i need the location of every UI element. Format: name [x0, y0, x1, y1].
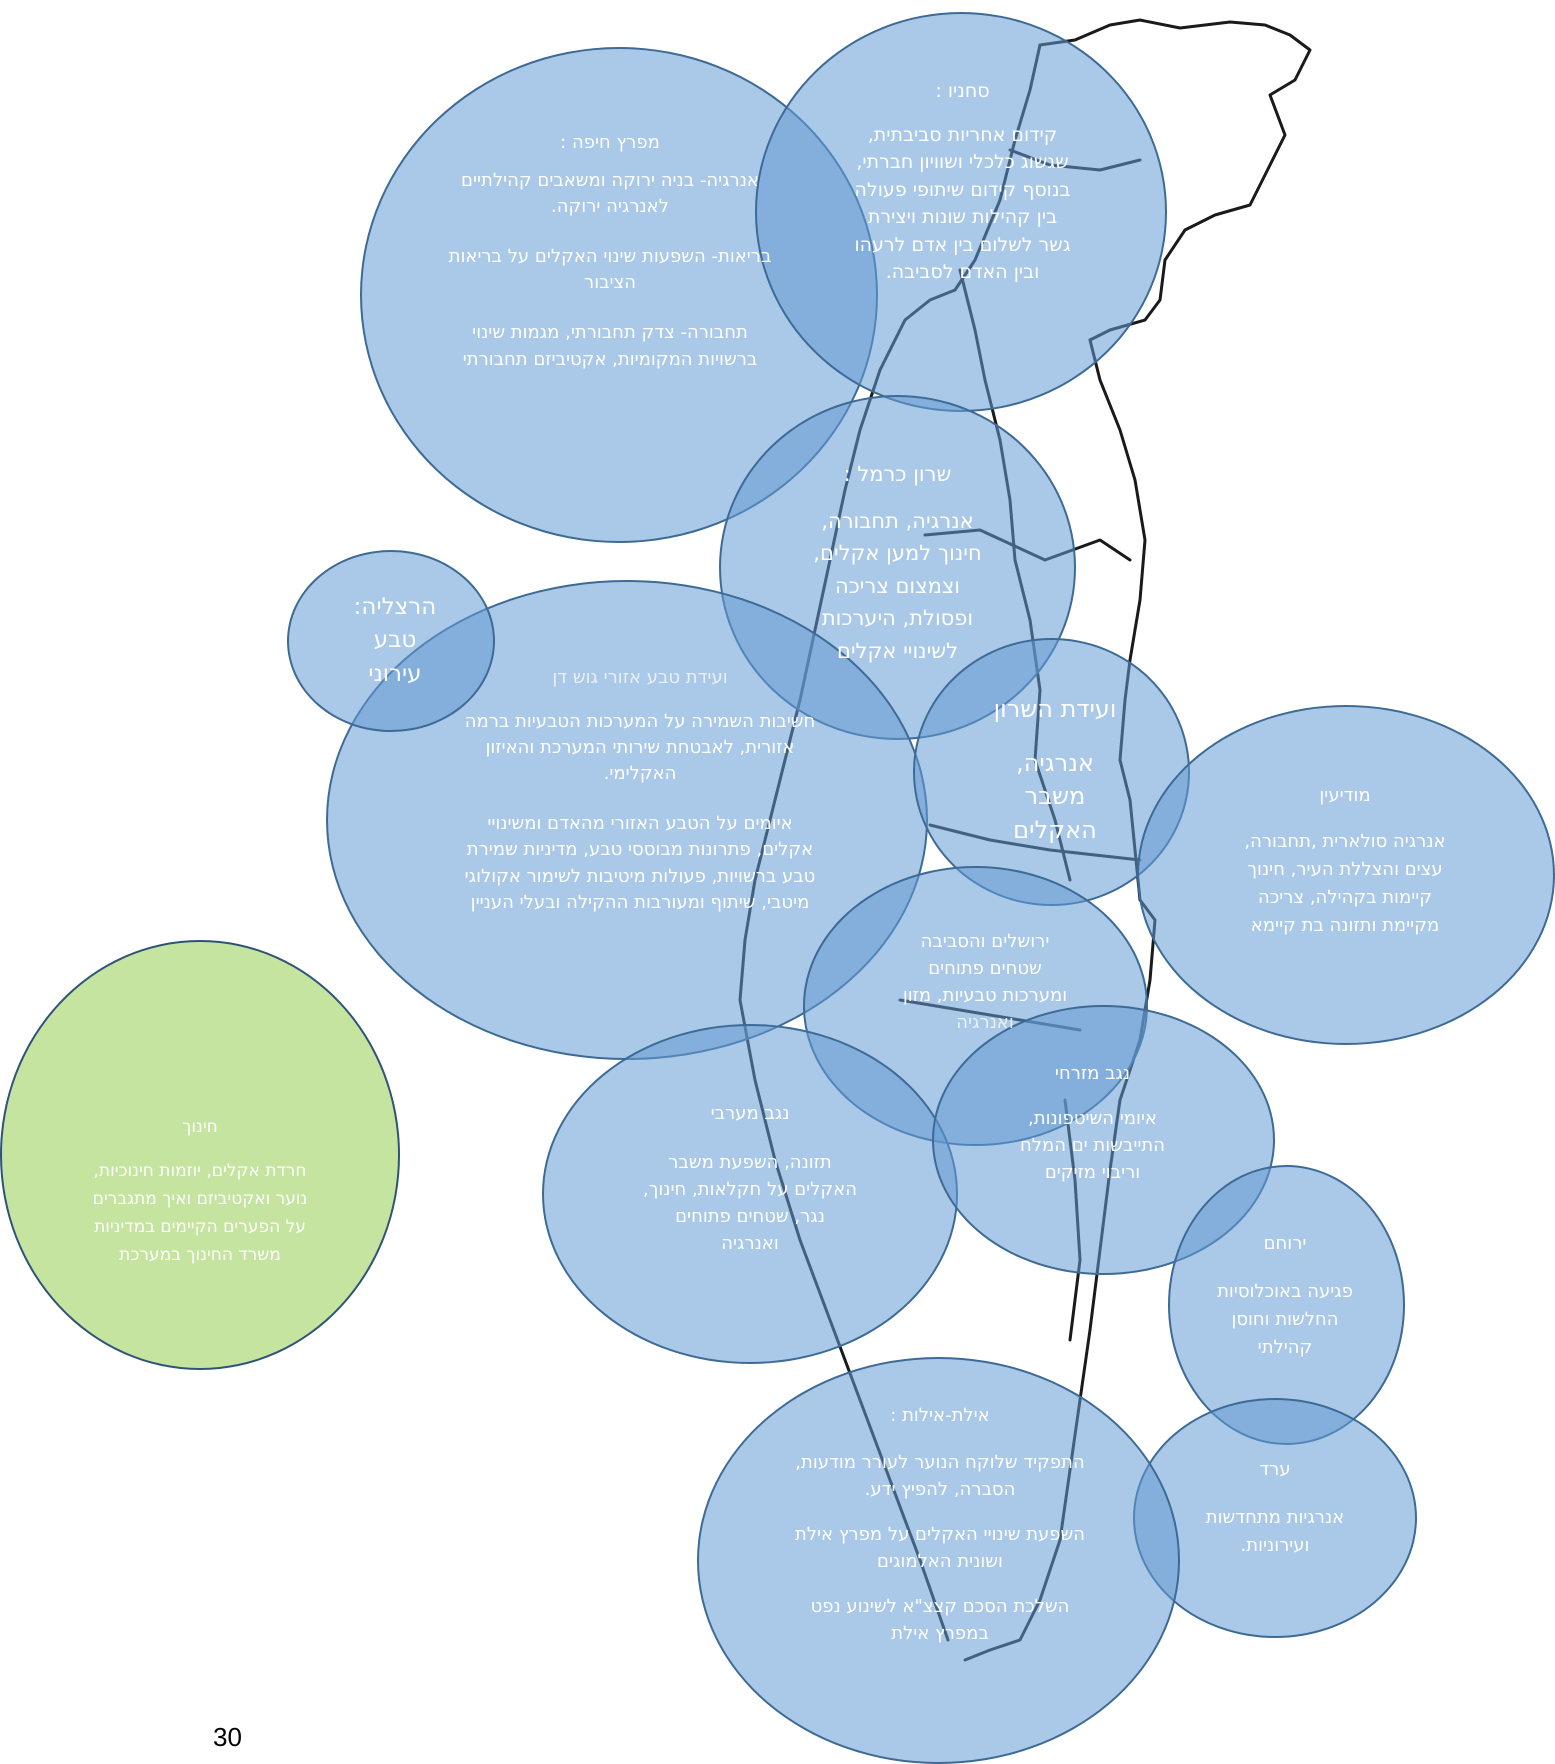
bubble-education [0, 940, 400, 1370]
arad-line-2: ועירוניות. [1240, 1534, 1310, 1556]
eilat-p3: השלכת הסכם קצצ"א לשינוע נפט במפרץ אילת [810, 1596, 1070, 1644]
education-text: חינוך חרדת אקלים, יוזמות חינוכיות, נוער … [45, 1113, 355, 1269]
haifa-bay-p3: תחבורה- צדק תחבורתי, מגמות שינוי ברשויות… [462, 322, 758, 370]
gush-dan-p2: איומים על הטבע האזורי מהאדם ומשינויי אקל… [464, 813, 816, 913]
west-negev-line-2: האקלים על חקלאות, חינוך, [643, 1179, 857, 1200]
jerusalem-line-3: ואנרגיה [956, 1012, 1014, 1033]
bubble-sakhnin [755, 12, 1167, 412]
sharon-carmel-title: שרון כרמל : [843, 462, 952, 486]
sakhnin-line-6: ובין האדם לסביבה. [885, 261, 1040, 284]
sakhnin-line-2: שגשוג כלכלי ושוויון חברתי, [856, 151, 1069, 174]
yeruham-text: ירוחם פגיעה באוכלוסיות החלשות וחוסן קהיל… [1195, 1230, 1375, 1362]
education-line-1: חרדת אקלים, יוזמות חינוכיות, [93, 1161, 307, 1182]
sakhnin-line-3: בנוסף קידום שיתופי פעולה [854, 178, 1071, 201]
bubble-herzliya [287, 550, 495, 732]
jerusalem-line-2: ומערכות טבעיות, מזון [902, 985, 1068, 1006]
east-negev-text: נגב מזרחי איומי השיטפונות, התייבשות ים ה… [970, 1060, 1215, 1186]
sharon-conf-title: ועידת השרון [993, 695, 1117, 723]
education-line-4: משרד החינוך במערכת [119, 1245, 281, 1266]
sakhnin-title: סחניו : [935, 80, 990, 102]
bubble-arad [1133, 1398, 1417, 1638]
west-negev-line-1: תזונה, השפעת משבר [668, 1152, 832, 1173]
yeruham-title: ירוחם [1263, 1233, 1307, 1254]
arad-title: ערד [1259, 1459, 1291, 1480]
modiin-line-3: קיימות בקהילה, צריכה [1257, 886, 1433, 908]
sharon-conf-text: ועידת השרון אנרגיה, משבר האקלים [965, 693, 1145, 847]
bubble-eilat [697, 1357, 1180, 1764]
sharon-carmel-line-4: ופסולת, היערכות [821, 606, 974, 631]
sakhnin-text: סחניו : קידום אחריות סביבתית, שגשוג כלכל… [825, 78, 1100, 287]
arad-line-1: אנרגיות מתחדשות [1205, 1506, 1345, 1528]
herzliya-line-3: עירוני [368, 660, 422, 687]
east-negev-title: נגב מזרחי [1054, 1063, 1131, 1084]
education-line-3: על הפערים הקיימים במדיניות [94, 1217, 306, 1238]
page-number: 30 [213, 1722, 242, 1752]
sharon-carmel-line-3: וצמצום צריכה [834, 573, 961, 598]
eilat-p1: התפקיד שלוקח הנוער לעורר מודעות, הסברה, … [795, 1452, 1085, 1500]
sharon-conf-line-2: משבר [1024, 782, 1086, 811]
sharon-carmel-line-1: אנרגיה, תחבורה, [821, 508, 974, 533]
sharon-conf-line-3: האקלים [1013, 815, 1097, 844]
arad-text: ערד אנרגיות מתחדשות ועירוניות. [1180, 1456, 1370, 1560]
education-title: חינוך [182, 1117, 218, 1137]
east-negev-line-3: וריבוי מזיקים [1044, 1162, 1141, 1183]
modiin-line-4: מקיימת ותזונה בת קיימא [1250, 914, 1440, 936]
west-negev-line-3: נגר, שטחים פתוחים [675, 1206, 825, 1227]
modiin-line-2: עצים והצללת העיר, חינוך [1247, 858, 1443, 880]
modiin-line-1: אנרגיה סולארית ,תחבורה, [1244, 830, 1446, 852]
yeruham-line-1: פגיעה באוכלוסיות [1217, 1280, 1353, 1302]
sakhnin-line-4: בין קהילות שונות ויצירת [867, 206, 1058, 229]
haifa-bay-title: מפרץ חיפה : [560, 132, 660, 153]
herzliya-text: הרצליה: טבע עירוני [330, 591, 460, 691]
haifa-bay-text: מפרץ חיפה : אנרגיה- בניה ירוקה ומשאבים ק… [440, 130, 780, 373]
modiin-text: מודיעין אנרגיה סולארית ,תחבורה, עצים והצ… [1200, 782, 1490, 939]
east-negev-line-2: התייבשות ים המלח [1020, 1135, 1165, 1156]
yeruham-line-2: החלשות וחוסן [1231, 1308, 1339, 1330]
education-line-2: נוער ואקטיביזם ואיך מתגברים [92, 1189, 308, 1210]
gush-dan-text: ועידת טבע אזורי גוש דן חשיבות השמירה על … [460, 665, 820, 916]
sakhnin-line-1: קידום אחריות סביבתית, [867, 123, 1058, 146]
northern-border-line [1038, 18, 1312, 342]
sharon-carmel-line-2: חינוך למען אקלים, [813, 541, 982, 566]
eilat-title: אילת-אילות : [890, 1405, 990, 1426]
east-negev-line-1: איומי השיטפונות, [1028, 1108, 1157, 1129]
herzliya-line-2: טבע [373, 627, 417, 654]
yeruham-line-3: קהילתי [1257, 1336, 1313, 1358]
west-negev-line-4: ואנרגיה [721, 1233, 779, 1254]
sharon-conf-line-1: אנרגיה, [1016, 748, 1094, 777]
jerusalem-line-1: שטחים פתוחים [928, 958, 1042, 979]
modiin-title: מודיעין [1319, 785, 1371, 806]
gush-dan-p1: חשיבות השמירה על המערכות הטבעיות ברמה אז… [464, 711, 816, 785]
jerusalem-title: ירושלים והסביבה [920, 931, 1050, 952]
bubble-west-negev [542, 1024, 958, 1364]
gush-dan-title: ועידת טבע אזורי גוש דן [552, 667, 728, 688]
west-negev-text: נגב מערבי תזונה, השפעת משבר האקלים על חק… [610, 1100, 890, 1257]
eilat-text: אילת-אילות : התפקיד שלוקח הנוער לעורר מו… [790, 1402, 1090, 1647]
jerusalem-text: ירושלים והסביבה שטחים פתוחים ומערכות טבע… [870, 928, 1100, 1036]
sakhnin-line-5: גשר לשלום בין אדם לרעהו [854, 233, 1071, 256]
haifa-bay-p2: בריאות- השפעות שינוי האקלים על בריאות הצ… [448, 246, 772, 294]
bubble-modiin [1137, 705, 1555, 1045]
sharon-carmel-text: שרון כרמל : אנרגיה, תחבורה, חינוך למען א… [790, 458, 1005, 667]
herzliya-line-1: הרצליה: [353, 594, 437, 620]
haifa-bay-p1: אנרגיה- בניה ירוקה ומשאבים קהילתיים לאנר… [461, 170, 759, 218]
eilat-p2: השפעת שינויי האקלים על מפרץ אילת ושונית … [794, 1524, 1086, 1572]
sharon-carmel-line-5: לשינויי אקלים [836, 638, 959, 663]
west-negev-title: נגב מערבי [710, 1103, 790, 1124]
